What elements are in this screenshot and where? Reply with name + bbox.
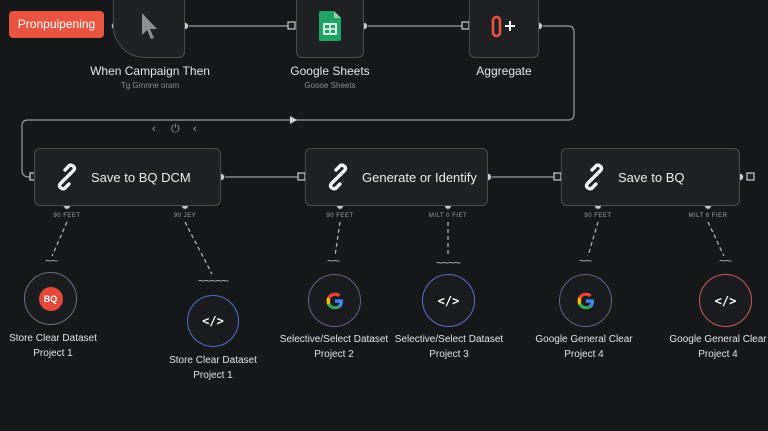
input-port[interactable] bbox=[287, 21, 296, 30]
aggregate-title: Aggregate bbox=[476, 64, 532, 78]
code-dataset-node[interactable]: </> bbox=[187, 295, 239, 347]
status-badge[interactable]: Pronpuipening bbox=[9, 11, 104, 38]
code-icon: </> bbox=[437, 293, 460, 308]
google-icon bbox=[326, 292, 343, 309]
save-bq-dcm-label: Save to BQ DCM bbox=[91, 169, 191, 185]
dash-c5 bbox=[587, 221, 599, 257]
input-port[interactable] bbox=[461, 21, 470, 30]
dataset-label: Store Clear Dataset Project 1 bbox=[169, 355, 257, 381]
cursor-icon bbox=[142, 13, 157, 39]
generate-label: Generate or Identify bbox=[362, 169, 477, 185]
squiggle-marker: ~~~~ bbox=[435, 256, 461, 270]
squiggle-marker: ~~ bbox=[44, 254, 58, 268]
squiggle-marker: ~~ bbox=[326, 254, 340, 268]
trigger-node[interactable] bbox=[113, 0, 185, 58]
power-icon[interactable]: ⏻ bbox=[171, 123, 180, 135]
code-dataset-node[interactable]: </> bbox=[699, 274, 752, 327]
output-port[interactable] bbox=[746, 172, 755, 181]
generate-node[interactable]: Generate or Identify bbox=[305, 148, 488, 206]
dash-c2 bbox=[184, 221, 213, 275]
input-port[interactable] bbox=[297, 172, 306, 181]
google-dataset-node[interactable] bbox=[308, 274, 361, 327]
input-port[interactable] bbox=[553, 172, 562, 181]
sheets-subtitle: Goooe Sheets bbox=[304, 81, 356, 90]
port-label: 90 FEET bbox=[326, 213, 354, 219]
dataset-label: Selective/Select Dataset Project 3 bbox=[394, 334, 504, 360]
dataset-label: Store Clear Dataset Project 1 bbox=[9, 333, 97, 359]
google-icon bbox=[577, 292, 594, 309]
arrow-head bbox=[290, 116, 297, 124]
bigquery-icon: BQ bbox=[38, 286, 63, 311]
google-dataset-node[interactable] bbox=[559, 274, 612, 327]
port-label: 90 FEET bbox=[53, 213, 81, 219]
save-bq-label: Save to BQ bbox=[618, 169, 685, 185]
google-sheets-icon bbox=[319, 11, 341, 41]
dash-c3 bbox=[334, 221, 341, 257]
aggregate-node[interactable] bbox=[469, 0, 539, 58]
edge-aggregate-save bbox=[21, 25, 575, 178]
link-icon bbox=[580, 163, 608, 191]
port-label: MILT 6 FIER bbox=[688, 213, 728, 219]
squiggle-marker: ~~ bbox=[578, 254, 592, 268]
link-icon bbox=[324, 163, 352, 191]
link-icon bbox=[53, 163, 81, 191]
squiggle-marker: ~~ bbox=[718, 254, 732, 268]
dataset-label: Selective/Select Dataset Project 2 bbox=[279, 334, 389, 360]
code-icon: </> bbox=[714, 293, 737, 308]
trigger-title: When Campaign Then bbox=[90, 64, 210, 78]
forward-icon[interactable]: ‹ bbox=[193, 123, 197, 135]
dataset-label: Google General Clear Project 4 bbox=[669, 334, 767, 360]
trigger-subtitle: Tg Gmnne oram bbox=[120, 81, 180, 90]
port-label: MILT 0 FIET bbox=[428, 213, 468, 219]
code-dataset-node[interactable]: </> bbox=[422, 274, 475, 327]
bigquery-dataset-node[interactable]: BQ bbox=[24, 272, 77, 325]
sheets-title: Google Sheets bbox=[290, 64, 370, 78]
dash-c1 bbox=[51, 221, 68, 257]
back-icon[interactable]: ‹ bbox=[152, 123, 156, 135]
aggregate-icon bbox=[491, 15, 515, 38]
save-bq-node[interactable]: Save to BQ bbox=[561, 148, 740, 206]
dataset-label: Google General Clear Project 4 bbox=[535, 334, 633, 360]
google-sheets-node[interactable] bbox=[296, 0, 364, 58]
dash-c6 bbox=[707, 221, 725, 257]
squiggle-marker: ~~~~~ bbox=[197, 274, 229, 288]
code-icon: </> bbox=[202, 314, 224, 328]
save-bq-dcm-node[interactable]: Save to BQ DCM bbox=[34, 148, 221, 206]
port-label: 90 JEY bbox=[173, 213, 197, 219]
port-label: 90 FEET bbox=[584, 213, 612, 219]
